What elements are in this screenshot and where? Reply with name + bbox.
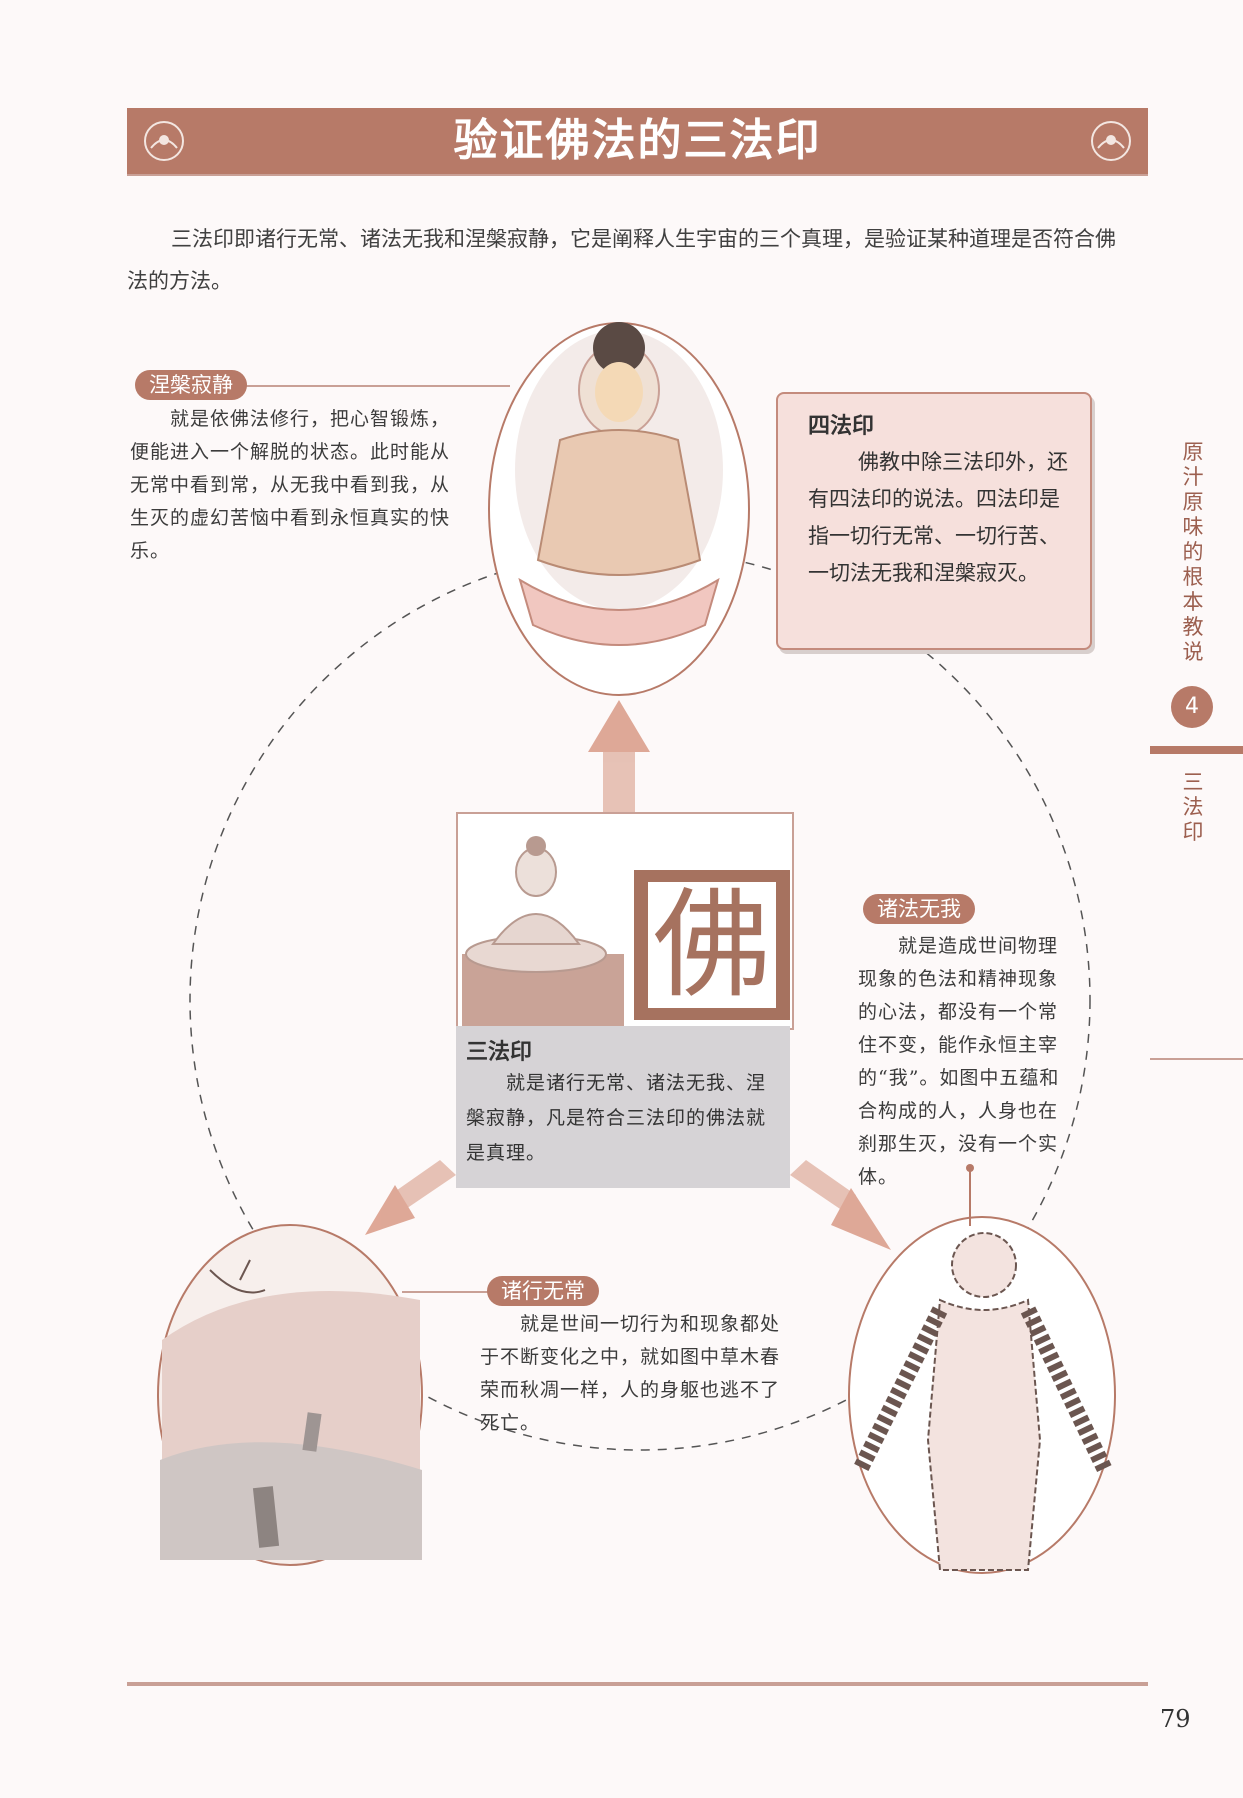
center-caption-panel: 三法印 就是诸行无常、诸法无我、涅槃寂静，凡是符合三法印的佛法就是真理。 [456,1026,790,1188]
left-down-arrow [365,1160,456,1235]
dharma-wheel-icon [144,121,184,161]
side-divider [1150,1058,1243,1060]
buddha-oval-illustration [488,322,750,696]
right-down-arrow [790,1160,891,1250]
header-underline [127,174,1148,176]
side-band [1150,746,1243,754]
dharma-wheel-icon [1091,121,1131,161]
wuchang-label-line [402,1291,502,1293]
niepan-label: 涅槃寂静 [135,370,247,400]
footer-line [127,1682,1148,1686]
four-seals-box: 四法印 佛教中除三法印外，还有四法印的说法。四法印是指一切行无常、一切行苦、一切… [776,392,1092,650]
wuwo-text: 就是造成世间物理现象的色法和精神现象的心法，都没有一个常住不变，能作永恒主宰的“… [858,935,1060,1188]
four-seals-text: 佛教中除三法印外，还有四法印的说法。四法印是指一切行无常、一切行苦、一切法无我和… [808,450,1068,585]
section-vertical-title: 三法印 [1182,770,1204,844]
cycle-dashed-circle [189,549,1091,1451]
chapter-side-tab: 原汁原味的根本教说 4 三法印 [1150,430,1243,1060]
landscape-oval-illustration [157,1224,423,1566]
center-title: 三法印 [466,1040,533,1065]
seal-character: 佛 [653,876,771,1014]
niepan-label-line [240,385,510,387]
buddha-statue-illustration: 佛 [458,814,792,1028]
header-bar: 验证佛法的三法印 [127,108,1148,174]
center-illustration: 佛 [456,812,794,1030]
page-number: 79 [1160,1705,1191,1733]
niepan-text: 就是依佛法修行，把心智锻炼，便能进入一个解脱的状态。此时能从无常中看到常，从无我… [130,408,451,562]
four-seals-title: 四法印 [808,414,875,439]
intro-paragraph: 三法印即诸行无常、诸法无我和涅槃寂静，它是阐释人生宇宙的三个真理，是验证某种道理… [127,227,1116,293]
chapter-vertical-title: 原汁原味的根本教说 [1182,440,1204,664]
human-oval-illustration [848,1216,1116,1574]
wuwo-label: 诸法无我 [863,894,975,924]
wuchang-label: 诸行无常 [487,1276,599,1306]
up-arrow [588,700,650,812]
center-text: 就是诸行无常、诸法无我、涅槃寂静，凡是符合三法印的佛法就是真理。 [466,1072,767,1164]
chapter-number-badge: 4 [1171,686,1213,728]
page-title: 验证佛法的三法印 [453,115,822,166]
diagram-graphics [157,322,1116,1574]
wuchang-text: 就是世间一切行为和现象都处于不断变化之中，就如图中草木春荣而秋凋一样，人的身躯也… [480,1313,781,1434]
